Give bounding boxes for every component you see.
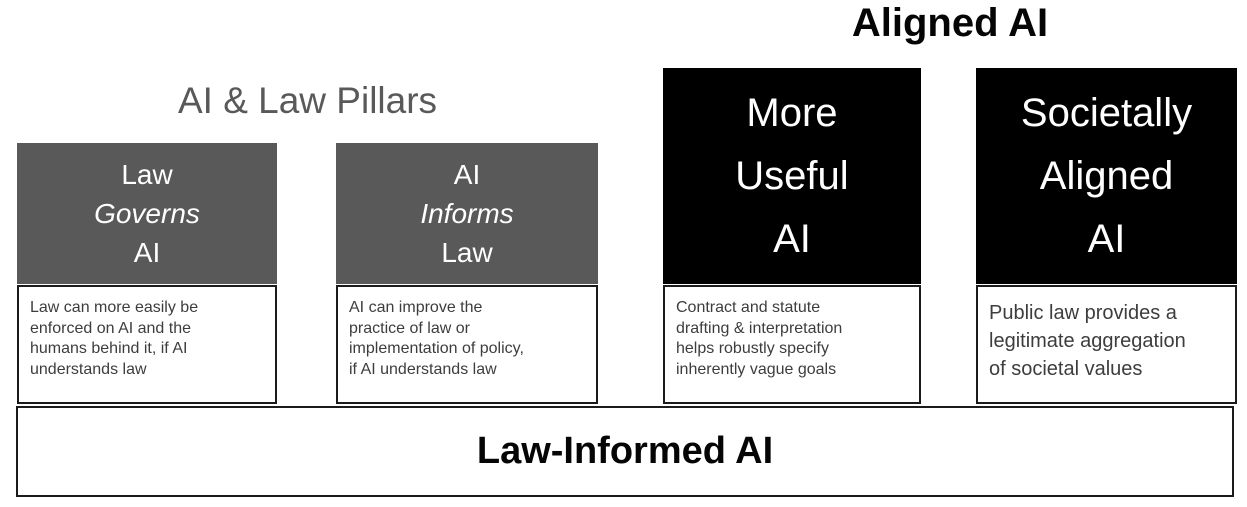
description-more-useful-ai: Contract and statute drafting & interpre… <box>663 285 921 404</box>
law-informed-ai-bar: Law-Informed AI <box>16 406 1234 497</box>
pillar-line-italic: Governs <box>94 198 200 229</box>
pillar-line: AI <box>453 159 481 190</box>
description-societally-aligned-ai: Public law provides a legitimate aggrega… <box>976 285 1237 404</box>
pillar-line: AI <box>133 237 161 268</box>
box-line: More <box>746 90 838 135</box>
box-line: Aligned <box>1039 153 1174 198</box>
ai-law-pillars-title: AI & Law Pillars <box>177 80 438 121</box>
pillar-line-italic: Informs <box>420 198 514 229</box>
pillar-line: Law <box>121 159 173 190</box>
box-line: AI <box>773 216 811 261</box>
box-line: Societally <box>1020 90 1193 135</box>
box-more-useful-ai: More Useful AI <box>663 68 921 284</box>
description-ai-informs-law: AI can improve the practice of law or im… <box>336 285 598 404</box>
box-line: Useful <box>735 153 849 198</box>
box-societally-aligned-ai: Societally Aligned AI <box>976 68 1237 284</box>
law-informed-ai-label: Law-Informed AI <box>476 430 774 472</box>
aligned-ai-title: Aligned AI <box>851 1 1049 45</box>
pillar-line: Law <box>441 237 493 268</box>
pillar-ai-informs-law: AI Informs Law <box>336 143 598 284</box>
description-law-governs-ai: Law can more easily be enforced on AI an… <box>17 285 277 404</box>
box-line: AI <box>1087 216 1126 261</box>
pillar-law-governs-ai: Law Governs AI <box>17 143 277 284</box>
